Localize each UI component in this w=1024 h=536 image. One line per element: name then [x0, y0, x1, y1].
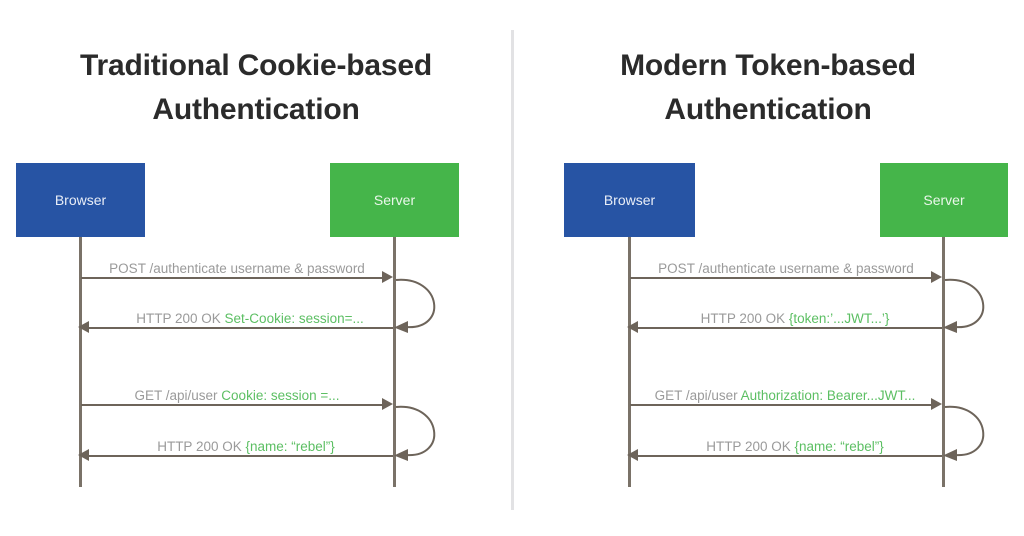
message-label-2-cookie-part1: Set-Cookie: session=...: [224, 311, 364, 326]
panel-title-cookie-line2: Authentication: [152, 93, 360, 127]
panel-title-token-line2: Authentication: [664, 93, 872, 127]
message-label-4-token: HTTP 200 OK {name: “rebel”}: [706, 439, 884, 454]
actor-box-server-token[interactable]: Server: [880, 163, 1008, 237]
lifeline-browser-cookie: [79, 237, 82, 487]
message-line-4-token: [638, 455, 942, 457]
message-label-1-token: POST /authenticate username & password: [658, 261, 914, 276]
message-line-1-cookie: [81, 277, 387, 279]
message-label-2-token: HTTP 200 OK {token:’...JWT...’}: [701, 311, 890, 326]
message-label-3-token-part0: GET /api/user: [654, 388, 741, 403]
panel-title-token-line1: Modern Token-based: [620, 49, 916, 82]
panel-divider: [511, 30, 514, 510]
actor-label-server-token: Server: [923, 192, 965, 208]
message-label-3-cookie-part1: Cookie: session =...: [221, 388, 340, 403]
message-line-2-cookie: [89, 327, 393, 329]
actor-label-browser-token: Browser: [603, 192, 656, 208]
arrowhead-right-3-cookie: [382, 398, 393, 410]
actor-label-server-cookie: Server: [373, 192, 416, 208]
message-label-1-cookie: POST /authenticate username & password: [109, 261, 365, 276]
lifeline-browser-token: [628, 237, 631, 487]
self-loop-1-cookie: [394, 278, 436, 333]
actor-box-browser-cookie[interactable]: Browser: [16, 163, 145, 237]
self-loop-2-token: [943, 405, 985, 461]
arrowhead-left-2-token: [627, 321, 638, 333]
message-label-2-cookie-part0: HTTP 200 OK: [136, 311, 225, 326]
arrowhead-left-4-cookie: [78, 449, 89, 461]
message-label-3-token: GET /api/user Authorization: Bearer...JW…: [655, 388, 916, 403]
actor-box-browser-token[interactable]: Browser: [564, 163, 695, 237]
self-loop-1-token: [943, 278, 985, 333]
message-label-4-cookie-part0: HTTP 200 OK: [157, 439, 246, 454]
arrowhead-left-2-cookie: [78, 321, 89, 333]
message-label-3-cookie-part0: GET /api/user: [134, 388, 222, 403]
message-line-3-cookie: [81, 404, 387, 406]
message-line-1-token: [630, 277, 936, 279]
message-line-2-token: [638, 327, 942, 329]
panel-title-cookie: Traditional Cookie-based Authentication: [0, 44, 512, 133]
message-label-1-token-part0: POST /authenticate username & password: [658, 261, 914, 276]
panel-cookie-based: Traditional Cookie-based Authentication …: [0, 44, 512, 487]
panel-title-token: Modern Token-based Authentication: [512, 44, 1024, 133]
lifeline-server-cookie: [393, 237, 396, 487]
actor-label-browser-cookie: Browser: [54, 192, 107, 208]
panel-token-based: Modern Token-based Authentication Browse…: [512, 0, 1024, 536]
arrowhead-right-1-cookie: [382, 271, 393, 283]
arrowhead-right-3-token: [931, 398, 942, 410]
arrowhead-right-1-token: [931, 271, 942, 283]
message-label-2-token-part1: {token:’...JWT...’}: [788, 311, 890, 326]
self-loop-2-cookie: [394, 405, 436, 461]
arrowhead-left-4-token: [627, 449, 638, 461]
lifeline-server-token: [942, 237, 945, 487]
message-label-3-cookie: GET /api/user Cookie: session =...: [135, 388, 340, 403]
message-label-4-token-part0: HTTP 200 OK: [706, 439, 795, 454]
message-line-4-cookie: [89, 455, 393, 457]
message-label-3-token-part1: Authorization: Bearer...JWT...: [740, 388, 916, 403]
panel-title-cookie-line1: Traditional Cookie-based: [80, 49, 432, 82]
message-label-4-cookie: HTTP 200 OK {name: “rebel”}: [157, 439, 335, 454]
message-label-2-cookie: HTTP 200 OK Set-Cookie: session=...: [136, 311, 364, 326]
message-label-4-cookie-part1: {name: “rebel”}: [245, 439, 335, 454]
message-label-1-cookie-part0: POST /authenticate username & password: [109, 261, 365, 276]
message-line-3-token: [630, 404, 936, 406]
actor-box-server-cookie[interactable]: Server: [330, 163, 459, 237]
message-label-4-token-part1: {name: “rebel”}: [794, 439, 884, 454]
message-label-2-token-part0: HTTP 200 OK: [700, 311, 789, 326]
